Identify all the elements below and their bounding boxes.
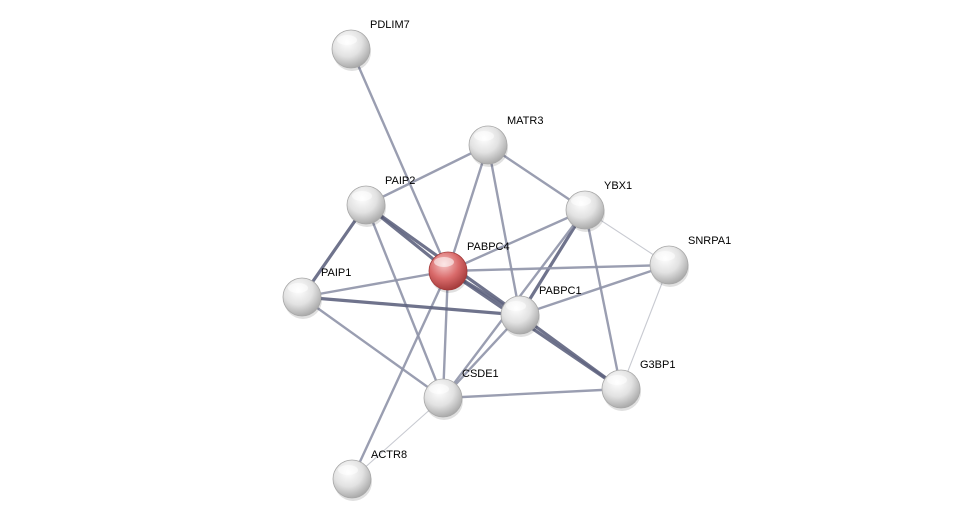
node-label-ybx1: YBX1 [604,180,632,192]
edge-snrpa1-pabpc1 [518,263,671,317]
edge-pabpc4-paip1 [300,269,450,299]
edge-snrpa1-g3bp1 [620,264,670,390]
edge-csde1-g3bp1 [441,387,623,400]
node-actr8[interactable]: ACTR8 [332,449,407,501]
node-label-paip1: PAIP1 [321,267,351,279]
node-matr3[interactable]: MATR3 [468,115,543,167]
node-highlight [607,375,627,385]
node-pabpc4[interactable]: PABPC4 [428,241,510,293]
node-label-paip2: PAIP2 [385,175,415,187]
edge-matr3-ybx1 [486,143,587,212]
node-label-snrpa1: SNRPA1 [688,235,731,247]
node-highlight [337,35,357,45]
node-label-csde1: CSDE1 [462,368,499,380]
edge-snrpa1-pabpc4 [446,263,671,273]
edge-paip1-csde1 [300,295,445,400]
node-highlight [338,465,358,475]
node-pdlim7[interactable]: PDLIM7 [331,19,410,71]
node-highlight [429,384,449,394]
node-g3bp1[interactable]: G3BP1 [601,359,675,411]
edge-pdlim7-pabpc4 [349,47,450,273]
node-highlight [506,301,526,311]
node-highlight [434,257,454,267]
node-paip2[interactable]: PAIP2 [346,175,415,227]
edges-layer [300,47,671,481]
node-label-pabpc1: PABPC1 [539,285,582,297]
node-label-pdlim7: PDLIM7 [370,19,410,31]
edge-pabpc1-g3bp1 [518,313,623,391]
node-label-pabpc4: PABPC4 [467,241,510,253]
edge-matr3-pabpc4 [446,143,490,273]
edge-paip2-csde1 [364,203,445,400]
edge-ybx1-pabpc1 [518,208,587,317]
node-ybx1[interactable]: YBX1 [565,180,632,232]
node-highlight [655,251,675,261]
edge-csde1-actr8 [351,397,444,480]
node-label-matr3: MATR3 [507,115,543,127]
node-paip1[interactable]: PAIP1 [282,267,351,319]
node-label-actr8: ACTR8 [371,449,407,461]
node-highlight [571,196,591,206]
edge-matr3-pabpc1 [486,143,522,317]
edge-ybx1-pabpc4 [446,208,587,273]
edge-paip1-pabpc1 [300,295,522,317]
edge-matr3-paip2 [364,143,490,207]
edge-pabpc4-csde1 [441,269,450,400]
node-highlight [352,191,372,201]
node-highlight [288,283,308,293]
node-snrpa1[interactable]: SNRPA1 [649,235,731,287]
edge-ybx1-g3bp1 [583,208,623,391]
node-label-g3bp1: G3BP1 [640,359,675,371]
node-highlight [474,131,494,141]
node-csde1[interactable]: CSDE1 [423,368,499,420]
node-pabpc1[interactable]: PABPC1 [500,285,582,337]
edge-pabpc4-actr8 [350,269,450,481]
